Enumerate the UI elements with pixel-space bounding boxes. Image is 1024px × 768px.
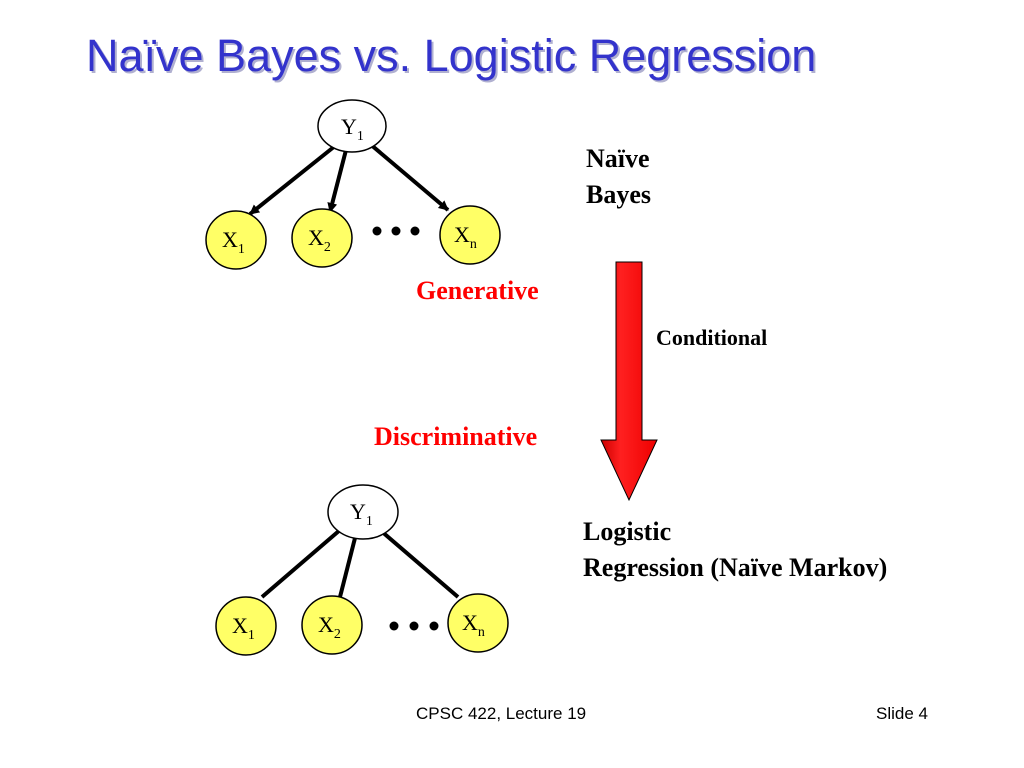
nb-node-x2-label: X2 [308,225,331,255]
naive-bayes-network: Y1 X1 X2 Xn [205,99,501,270]
lr-node-xn-label: Xn [462,610,485,640]
nb-node-x2 [291,208,353,268]
discriminative-label: Discriminative [374,422,538,451]
lr-edge-y1-x1 [260,528,342,599]
lr-node-xn [447,593,509,653]
nb-node-x1-label: X1 [222,227,245,257]
nb-node-xn-label: Xn [454,222,477,252]
lr-ellipsis-dot [409,621,419,631]
naive-bayes-label-line1: Naïve [586,144,650,173]
nb-edge-y1-xn [368,142,450,212]
generative-label: Generative [416,276,539,305]
nb-edge-y1-x1 [248,144,337,216]
lr-edge-y1-xn [378,528,460,599]
logistic-regression-label: Logistic Regression (Naïve Markov) [583,514,887,586]
slide-title: Naïve Bayes vs. Logistic Regression [86,30,817,81]
lr-node-x2-label: X2 [318,612,341,642]
lr-node-x1 [215,596,277,656]
lr-ellipsis-dot [429,621,439,631]
lr-edge-y1-x2 [338,537,357,598]
nb-edge-y1-x2 [327,149,348,213]
nb-node-y1 [317,99,387,153]
nb-node-xn [439,205,501,265]
lr-ellipsis-dot [389,621,399,631]
nb-ellipsis-dot [372,226,382,236]
lr-node-y1 [327,484,399,540]
footer-slide-number: Slide 4 [876,704,928,723]
footer-course: CPSC 422, Lecture 19 [416,704,587,723]
lr-node-x2 [301,595,363,655]
nb-ellipsis-dot [410,226,420,236]
nb-ellipsis-dot [391,226,401,236]
naive-bayes-label: Naïve Bayes [586,141,651,213]
lr-node-y1-label: Y1 [350,499,373,529]
nb-node-y1-label: Y1 [341,114,364,144]
conditional-arrow [600,261,658,502]
logistic-regression-label-line2: Regression (Naïve Markov) [583,553,888,582]
logistic-regression-label-line1: Logistic [583,517,672,546]
lr-node-x1-label: X1 [232,613,255,643]
naive-bayes-label-line2: Bayes [586,180,651,209]
logistic-regression-network: Y1 X1 X2 Xn [215,484,509,656]
nb-node-x1 [205,210,267,270]
conditional-label: Conditional [656,325,768,350]
